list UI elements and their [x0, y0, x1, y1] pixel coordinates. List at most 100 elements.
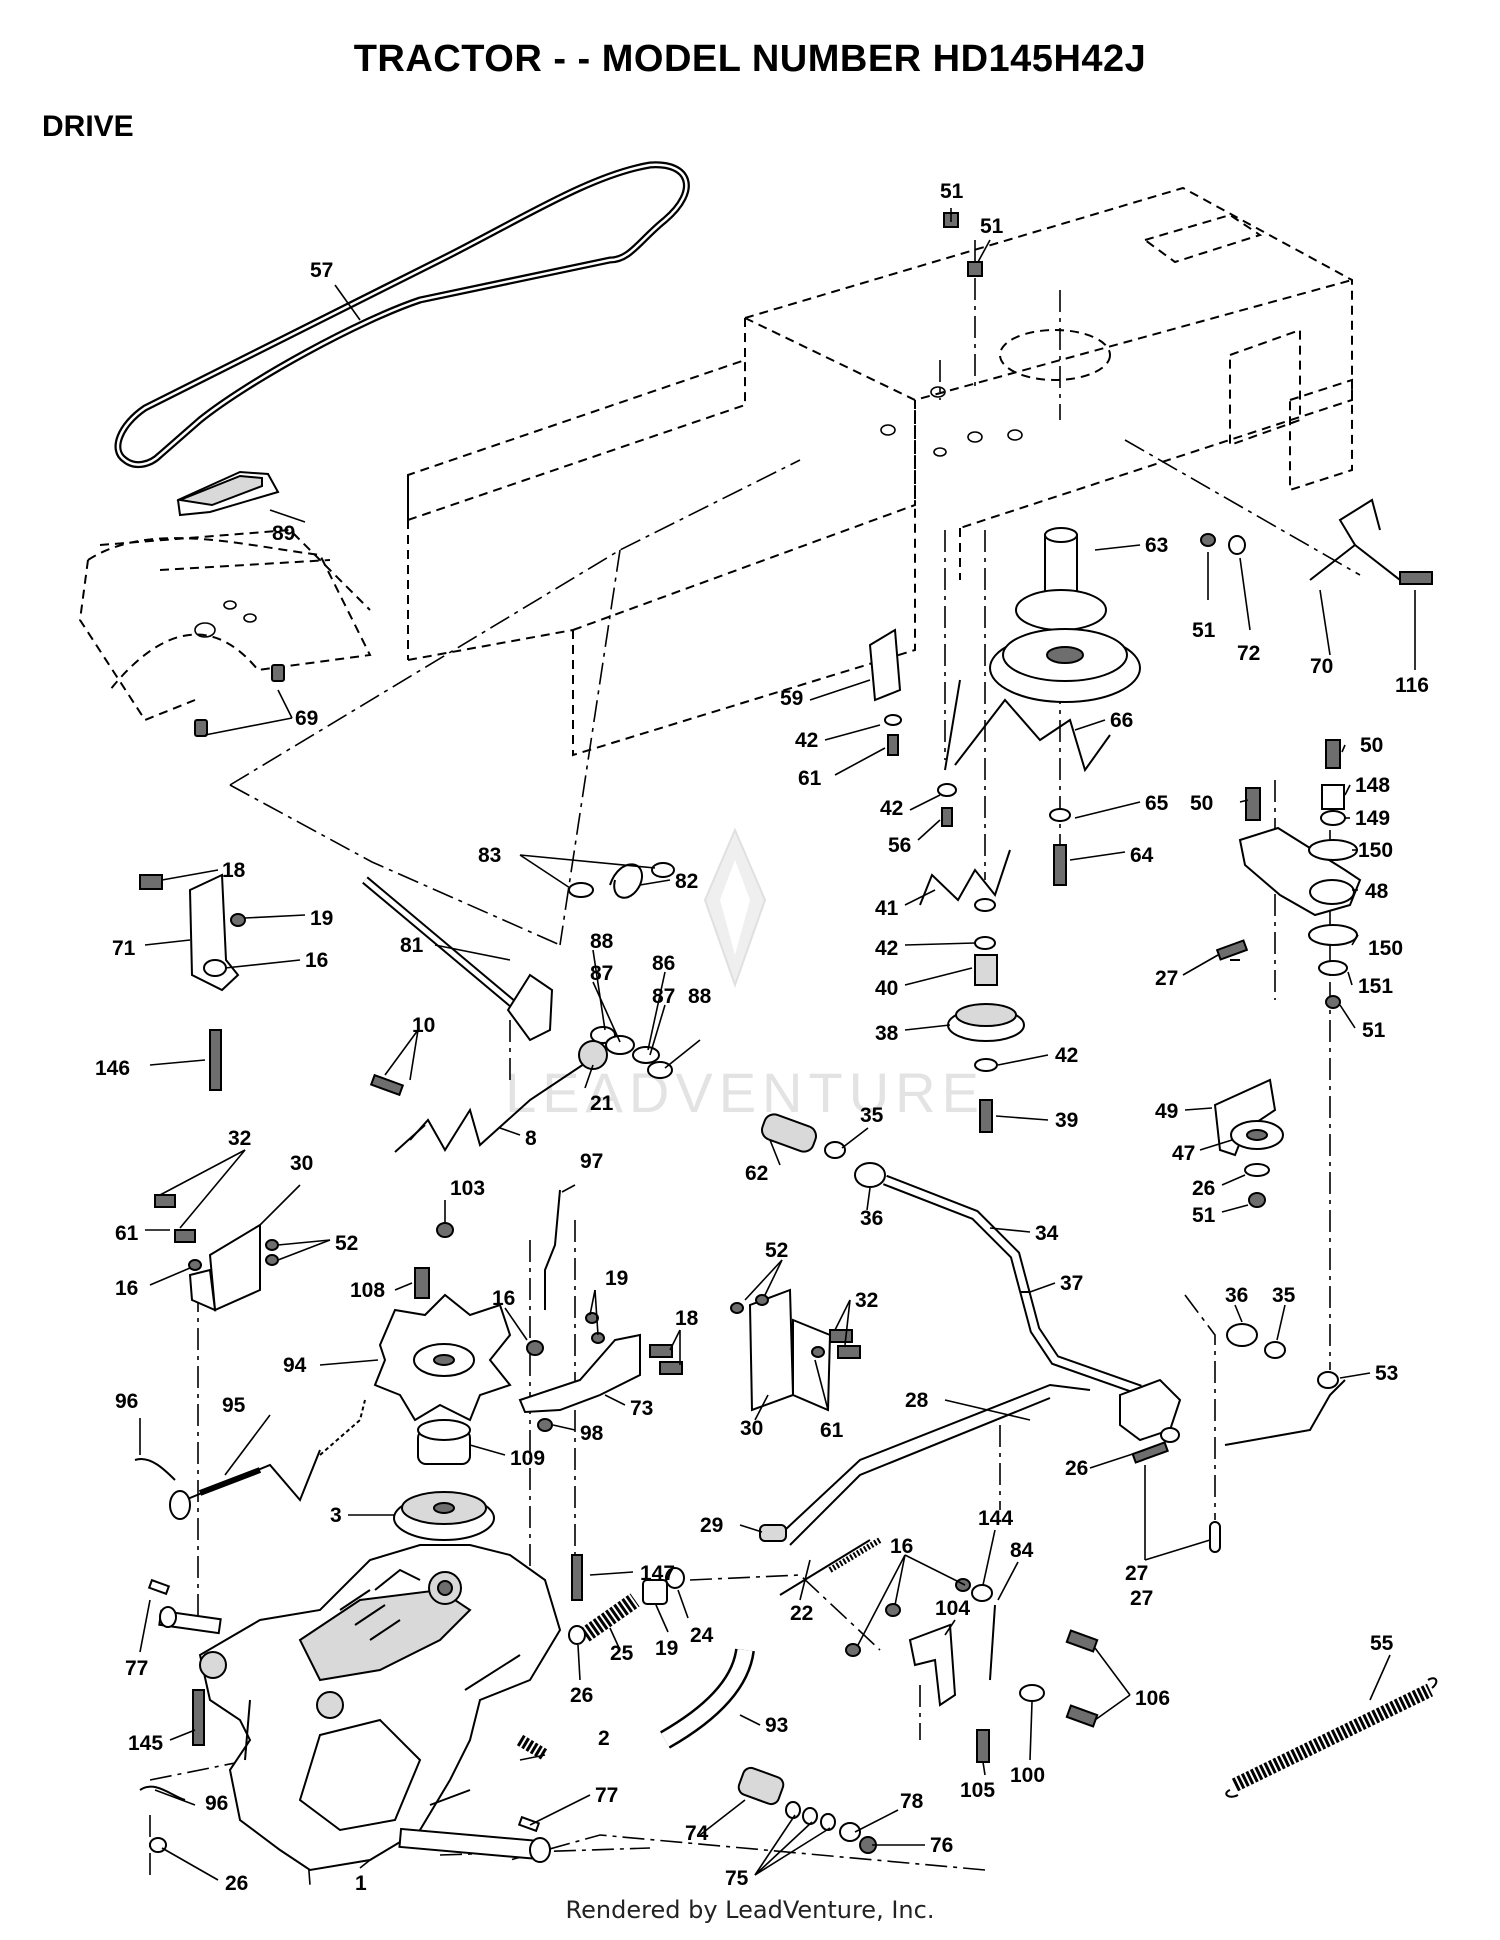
callout: 96	[115, 1390, 138, 1413]
callout: 27	[1125, 1562, 1148, 1585]
callout: 42	[1055, 1044, 1078, 1067]
part-bracket-59	[868, 628, 902, 702]
callout: 27	[1130, 1587, 1153, 1610]
tractor-frame	[78, 186, 1353, 757]
callout: 51	[1192, 619, 1216, 642]
callout: 151	[1358, 975, 1393, 998]
callout: 18	[222, 859, 246, 882]
frame-holes	[194, 386, 1023, 638]
part-pin-27	[1209, 1521, 1221, 1553]
callout: 35	[1272, 1284, 1296, 1307]
callout: 34	[1035, 1222, 1059, 1245]
callout: 19	[310, 907, 333, 930]
callout: 40	[875, 977, 898, 1000]
callout: 72	[1237, 642, 1260, 665]
callout: 57	[310, 259, 333, 282]
callout: 150	[1358, 839, 1393, 862]
callout: 61	[798, 767, 822, 790]
callout: 36	[1225, 1284, 1248, 1307]
callout: 55	[1370, 1632, 1394, 1655]
part-keys-77	[147, 1578, 541, 1833]
callout: 65	[1145, 792, 1169, 815]
callout: 42	[875, 937, 898, 960]
callout: 106	[1135, 1687, 1170, 1710]
callout: 8	[525, 1127, 537, 1150]
callout: 29	[700, 1514, 723, 1537]
part-belt-57	[114, 161, 690, 469]
callout: 89	[272, 522, 295, 545]
part-axle-34	[760, 1113, 1286, 1396]
callout: 51	[1362, 1019, 1386, 1042]
callout: 41	[875, 897, 899, 920]
callout: 48	[1365, 880, 1389, 903]
callout: 95	[222, 1394, 246, 1417]
callout: 30	[740, 1417, 763, 1440]
callout: 26	[225, 1872, 248, 1895]
part-bolt-64	[1049, 808, 1071, 886]
callout: 81	[400, 934, 424, 957]
callout: 26	[570, 1684, 593, 1707]
callout: 149	[1355, 807, 1390, 830]
callout: 145	[128, 1732, 163, 1755]
callout: 39	[1055, 1109, 1078, 1132]
callout: 62	[745, 1162, 768, 1185]
hardware-stack-left	[884, 714, 957, 827]
callout: 18	[675, 1307, 699, 1330]
page-title: TRACTOR - - MODEL NUMBER HD145H42J	[353, 38, 1147, 80]
callout: 61	[820, 1419, 844, 1442]
part-rod-53	[1224, 1371, 1346, 1446]
callout: 104	[935, 1597, 970, 1620]
watermark-text: LEADVENTURE	[505, 1061, 985, 1124]
callout: 63	[1145, 534, 1168, 557]
callout: 21	[590, 1092, 614, 1115]
callout: 51	[1192, 1204, 1216, 1227]
callout: 16	[890, 1535, 913, 1558]
part-bracket-66	[944, 679, 1111, 773]
callout: 116	[1395, 674, 1429, 697]
part-rod-95	[134, 1399, 366, 1520]
callout: 87	[652, 985, 675, 1008]
part-bracket-30-left	[154, 1194, 279, 1312]
callout: 98	[580, 1422, 604, 1445]
callout: 19	[655, 1637, 678, 1660]
callout: 16	[492, 1287, 515, 1310]
part-rod-28	[759, 1378, 1182, 1596]
part-bushing-74	[737, 1766, 877, 1854]
callout: 16	[115, 1277, 138, 1300]
callout: 69	[295, 707, 318, 730]
callout: 51	[980, 215, 1004, 238]
callout: 78	[900, 1790, 924, 1813]
callout: 38	[875, 1022, 899, 1045]
part-lever-8	[369, 1040, 608, 1153]
callout: 28	[905, 1389, 929, 1412]
callout: 64	[1130, 844, 1154, 867]
callout: 36	[860, 1207, 883, 1230]
callout: 96	[205, 1792, 228, 1815]
part-pin-96-bottom	[139, 1785, 186, 1853]
callout: 100	[1010, 1764, 1045, 1787]
part-spring-55	[1225, 1677, 1438, 1798]
callout: 77	[125, 1657, 148, 1680]
callout: 150	[1368, 937, 1403, 960]
callout: 86	[652, 952, 675, 975]
callout: 93	[765, 1714, 788, 1737]
callout: 49	[1155, 1100, 1178, 1123]
callout: 30	[290, 1152, 313, 1175]
callout: 75	[725, 1867, 749, 1890]
callout: 84	[1010, 1539, 1034, 1562]
callout: 27	[1155, 967, 1178, 990]
callout: 83	[478, 844, 501, 867]
callout: 97	[580, 1150, 603, 1173]
callout: 24	[690, 1624, 714, 1647]
callout: 59	[780, 687, 803, 710]
leader-lines	[139, 208, 1416, 1881]
part-fan-94	[373, 1222, 512, 1541]
callout: 105	[960, 1779, 995, 1802]
section-label: DRIVE	[42, 110, 134, 143]
callout: 50	[1190, 792, 1213, 815]
callout: 3	[330, 1504, 342, 1527]
callout: 51	[940, 180, 964, 203]
callout: 22	[790, 1602, 813, 1625]
callout: 47	[1172, 1142, 1195, 1165]
